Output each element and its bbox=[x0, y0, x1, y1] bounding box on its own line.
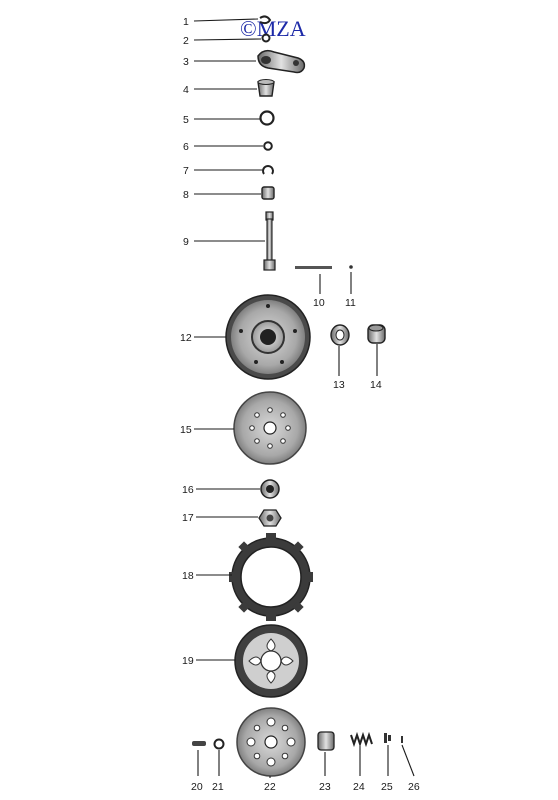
callout-9: 9 bbox=[183, 236, 189, 248]
callout-3: 3 bbox=[183, 56, 189, 68]
part-2-clip bbox=[261, 33, 271, 43]
callout-1: 1 bbox=[183, 16, 189, 28]
part-4-bushing bbox=[257, 79, 275, 97]
callout-5: 5 bbox=[183, 114, 189, 126]
part-3-lever bbox=[257, 49, 306, 74]
part-24-spring bbox=[350, 731, 373, 748]
callout-4: 4 bbox=[183, 84, 189, 96]
part-8-sleeve bbox=[261, 186, 275, 200]
callout-26: 26 bbox=[408, 781, 420, 793]
part-12-clutch-housing bbox=[225, 294, 311, 380]
callout-2: 2 bbox=[183, 35, 189, 47]
callout-25: 25 bbox=[381, 781, 393, 793]
callout-11: 11 bbox=[345, 297, 356, 309]
callout-14: 14 bbox=[370, 379, 382, 391]
part-18-friction-disc bbox=[229, 533, 313, 621]
callout-6: 6 bbox=[183, 141, 189, 153]
callout-24: 24 bbox=[353, 781, 365, 793]
callout-20: 20 bbox=[191, 781, 203, 793]
callout-8: 8 bbox=[183, 189, 189, 201]
callout-23: 23 bbox=[319, 781, 331, 793]
part-22-backing-plate bbox=[236, 707, 306, 777]
callout-17: 17 bbox=[182, 512, 194, 524]
part-15-pressure-plate bbox=[233, 391, 307, 465]
part-23-cup bbox=[317, 731, 335, 751]
part-13-ring bbox=[330, 324, 350, 346]
callout-18: 18 bbox=[182, 570, 194, 582]
callout-12: 12 bbox=[180, 332, 192, 344]
part-5-o-ring bbox=[259, 110, 275, 126]
callout-22: 22 bbox=[264, 781, 276, 793]
watermark-text: ©MZA bbox=[240, 16, 306, 41]
part-7-circlip bbox=[262, 165, 274, 175]
leader-lines bbox=[193, 18, 415, 778]
callout-13: 13 bbox=[333, 379, 345, 391]
part-17-hex-nut bbox=[258, 509, 282, 527]
callout-21: 21 bbox=[212, 781, 224, 793]
callout-7: 7 bbox=[183, 165, 189, 177]
part-1-pin bbox=[259, 15, 272, 25]
part-9-shaft bbox=[263, 211, 276, 271]
part-25-retainer bbox=[384, 733, 391, 743]
callout-16: 16 bbox=[182, 484, 194, 496]
callout-19: 19 bbox=[182, 655, 194, 667]
part-19-clutch-plate bbox=[234, 624, 308, 698]
callout-labels: 1 2 3 4 5 6 7 8 9 10 11 12 13 14 15 16 1… bbox=[180, 16, 420, 793]
callout-15: 15 bbox=[180, 424, 192, 436]
part-11-ball bbox=[349, 265, 353, 269]
part-20-pin bbox=[192, 741, 206, 746]
part-6-washer bbox=[263, 141, 273, 151]
part-21-ring bbox=[213, 738, 225, 750]
part-14-bearing bbox=[367, 324, 386, 344]
part-16-cam-nut bbox=[260, 479, 280, 499]
part-10-rod bbox=[295, 266, 332, 269]
part-26-pin bbox=[401, 736, 403, 743]
callout-10: 10 bbox=[313, 297, 325, 309]
